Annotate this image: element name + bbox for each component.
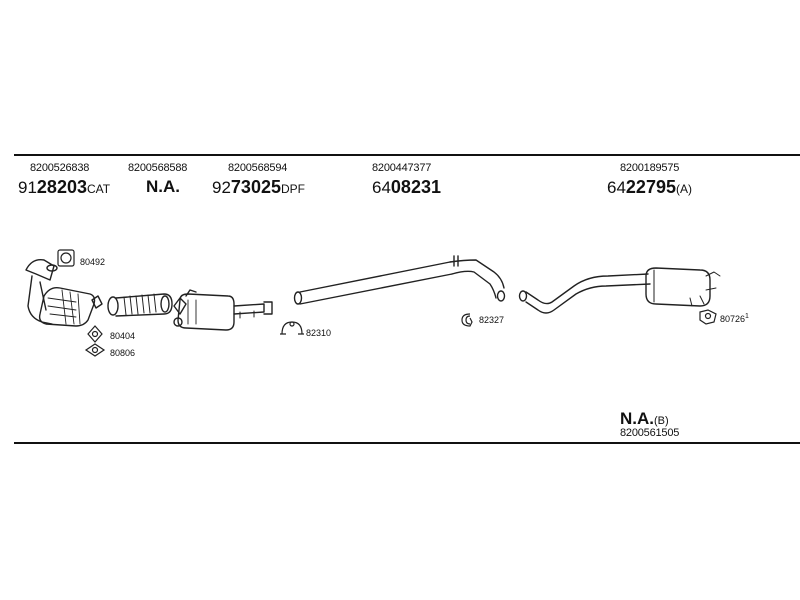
- rubber-mount-icon: [699, 309, 717, 325]
- middle-pipe-drawing: [293, 255, 506, 305]
- na-bottom-part: N.A.(B): [620, 410, 669, 427]
- part-code-cat: 9128203CAT: [18, 178, 110, 196]
- code-main: 28203: [36, 177, 87, 197]
- oe-number-front-pipe: 8200568588: [128, 162, 188, 174]
- na-text: N.A.: [620, 409, 654, 428]
- flexible-front-pipe-drawing: [107, 293, 173, 317]
- pipe-clamp-icon: [280, 321, 304, 335]
- code-suffix: (A): [675, 182, 692, 196]
- rear-silencer-drawing: [518, 267, 721, 314]
- fitting-code-80726: 807261: [720, 313, 749, 324]
- top-divider: [14, 154, 800, 156]
- gasket-ring-icon: [57, 249, 75, 267]
- oe-number-middle-pipe: 8200447377: [372, 162, 432, 174]
- dpf-drawing: [173, 289, 273, 331]
- oe-number-bottom: 8200561505: [620, 427, 680, 439]
- fitting-superscript: 1: [745, 313, 749, 320]
- code-suffix: CAT: [86, 182, 111, 196]
- fitting-code-text: 80726: [720, 314, 746, 324]
- code-prefix: 91: [18, 178, 37, 197]
- part-code-dpf: 9273025DPF: [212, 178, 305, 196]
- catalytic-converter-drawing: [25, 259, 103, 327]
- fitting-code-80404: 80404: [110, 331, 136, 341]
- fitting-code-80806: 80806: [110, 348, 136, 358]
- code-prefix: 64: [372, 178, 391, 197]
- na-suffix: (B): [654, 415, 669, 427]
- code-main: 22795: [625, 177, 676, 197]
- diamond-gasket-icon: [87, 325, 103, 343]
- code-prefix: 92: [212, 178, 231, 197]
- oe-number-cat: 8200526838: [30, 162, 90, 174]
- fitting-code-82310: 82310: [306, 328, 332, 338]
- code-main: 73025: [230, 177, 281, 197]
- flange-gasket-icon: [84, 343, 106, 357]
- fitting-code-82327: 82327: [479, 315, 505, 325]
- oe-number-rear-silencer: 8200189575: [620, 162, 680, 174]
- code-main: 08231: [390, 177, 441, 197]
- part-code-middle-pipe: 6408231: [372, 178, 441, 196]
- oe-number-dpf: 8200568594: [228, 162, 288, 174]
- code-prefix: 64: [607, 178, 626, 197]
- bottom-divider: [14, 442, 800, 444]
- clamp-ring-icon: [461, 313, 473, 327]
- part-code-rear-silencer: 6422795(A): [607, 178, 692, 196]
- na-front-pipe: N.A.: [146, 177, 180, 196]
- code-suffix: DPF: [280, 182, 305, 196]
- fitting-code-80492: 80492: [80, 257, 106, 267]
